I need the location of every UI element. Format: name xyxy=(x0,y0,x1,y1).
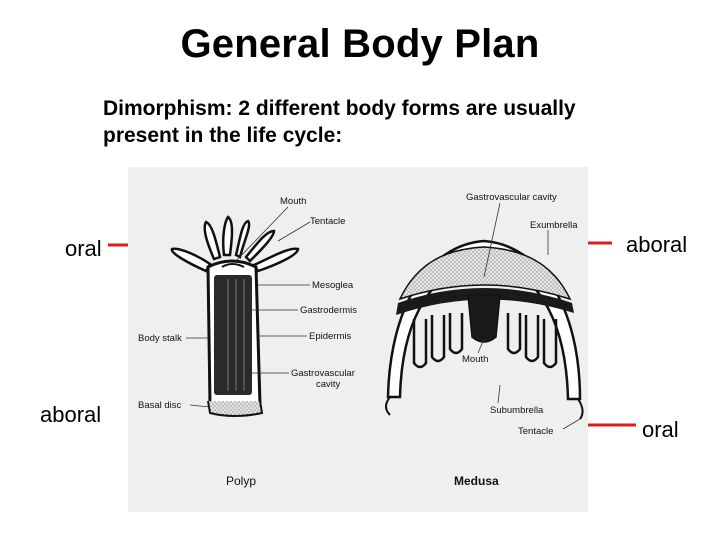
medusa-tentacle-loops xyxy=(412,313,558,369)
label-medusa-oral: oral xyxy=(642,417,679,442)
polyp-gastrodermis-dark xyxy=(214,275,252,395)
polyp-gastrodermis-hatching xyxy=(227,279,245,391)
slide-subtitle: Dimorphism: 2 different body forms are u… xyxy=(103,95,683,149)
medusa-caption: Medusa xyxy=(454,474,499,488)
cnidarian-body-forms-figure: Mouth Tentacle Mesoglea Gastrodermis Epi… xyxy=(128,167,588,512)
polyp-drawing xyxy=(170,215,300,417)
label-polyp-oral: oral xyxy=(65,236,102,261)
polyp-label-body-stalk: Body stalk xyxy=(138,333,182,344)
subtitle-line-2: present in the life cycle: xyxy=(103,124,343,147)
polyp-leader-lines xyxy=(186,206,311,408)
polyp-label-basal-disc: Basal disc xyxy=(138,400,182,411)
medusa-labels: Gastrovascular cavity Exumbrella Mouth S… xyxy=(462,192,578,437)
medusa-label-subumbrella: Subumbrella xyxy=(490,405,544,416)
label-medusa-aboral: aboral xyxy=(626,232,688,257)
subtitle-line-1: Dimorphism: 2 different body forms are u… xyxy=(103,97,576,120)
polyp-label-gv-cavity-1: Gastrovascular xyxy=(291,368,355,379)
medusa-label-exumbrella: Exumbrella xyxy=(530,220,578,231)
polyp-caption: Polyp xyxy=(226,474,256,488)
polyp-label-mesoglea: Mesoglea xyxy=(312,280,354,291)
medusa-label-tentacle: Tentacle xyxy=(518,426,553,437)
polyp-label-epidermis: Epidermis xyxy=(309,331,351,342)
slide-title: General Body Plan xyxy=(180,22,540,66)
medusa-label-gv-cavity: Gastrovascular cavity xyxy=(466,192,557,203)
polyp-tentacles xyxy=(170,215,300,273)
medusa-label-mouth: Mouth xyxy=(462,354,488,365)
medusa-leader-lines xyxy=(477,202,581,430)
polyp-label-gastrodermis: Gastrodermis xyxy=(300,305,357,316)
polyp-label-mouth: Mouth xyxy=(280,196,306,207)
label-polyp-aboral: aboral xyxy=(40,402,102,427)
polyp-label-gv-cavity-2: cavity xyxy=(316,379,341,390)
polyp-labels: Mouth Tentacle Mesoglea Gastrodermis Epi… xyxy=(138,196,357,411)
polyp-label-tentacle: Tentacle xyxy=(310,216,345,227)
